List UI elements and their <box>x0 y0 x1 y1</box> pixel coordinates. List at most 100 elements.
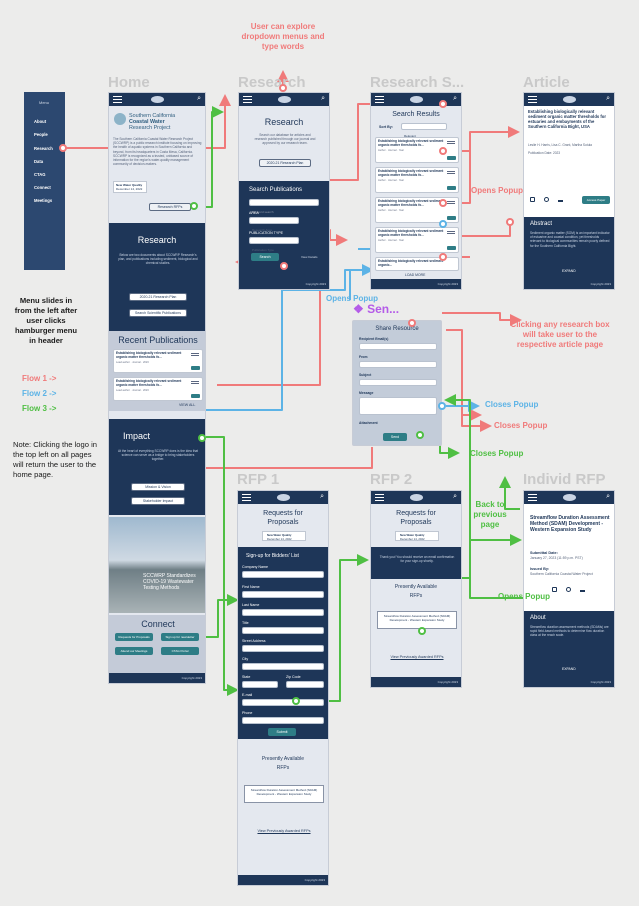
recipients-input[interactable] <box>359 343 437 350</box>
result-view-button[interactable] <box>447 216 456 220</box>
menu-item-people[interactable]: People <box>34 132 48 137</box>
hamburger-icon[interactable] <box>375 96 384 103</box>
share-field-from: From <box>359 355 368 359</box>
hamburger-icon[interactable] <box>242 494 251 501</box>
access-button[interactable]: Access Paper <box>582 196 610 204</box>
logo-icon[interactable] <box>410 96 423 103</box>
submit-button[interactable]: Submit <box>268 728 296 736</box>
share-icon[interactable] <box>544 197 549 202</box>
field-email-label: E-mail <box>242 693 253 697</box>
logo-icon[interactable] <box>410 494 423 501</box>
result-view-button[interactable] <box>447 156 456 160</box>
subject-input[interactable] <box>359 379 437 386</box>
keyword-search-input[interactable]: Keyword search <box>249 199 319 214</box>
logo-icon[interactable] <box>563 494 576 501</box>
share-field-subject: Subject <box>359 373 372 377</box>
result-card[interactable]: Establishing biologically relevant sedim… <box>375 227 459 253</box>
pub-view-button[interactable] <box>191 366 200 370</box>
view-details-link[interactable]: View Details <box>301 255 318 259</box>
search-icon[interactable]: ⌕ <box>606 95 610 102</box>
hamburger-icon[interactable] <box>113 96 122 103</box>
result-card[interactable]: Establishing biologically relevant sedim… <box>375 167 459 193</box>
company-input[interactable] <box>242 571 324 578</box>
logo-icon[interactable] <box>278 96 291 103</box>
first-name-input[interactable] <box>242 591 324 598</box>
search-icon[interactable]: ⌕ <box>606 493 610 500</box>
email-icon[interactable] <box>552 587 557 592</box>
search-icon[interactable]: ⌕ <box>197 95 201 102</box>
hamburger-icon[interactable] <box>375 494 384 501</box>
zip-input[interactable] <box>286 681 324 688</box>
rfp2-past-link[interactable]: View Previously Awarded RFPs <box>390 655 444 659</box>
field-state-label: State <box>242 675 251 679</box>
result-view-button[interactable] <box>447 246 456 250</box>
meetings-button[interactable]: Attend our Meetings <box>115 647 153 655</box>
news-badge[interactable]: New Water Quality December 14, 2022 <box>113 181 147 193</box>
load-more-link[interactable]: LOAD MORE <box>405 273 426 277</box>
mission-vision-button[interactable]: Mission & Vision <box>131 483 185 491</box>
email-icon[interactable] <box>530 197 535 202</box>
share-icon[interactable] <box>566 587 571 592</box>
result-view-button[interactable] <box>447 186 456 190</box>
research-rfps-button[interactable]: Research RFPs <box>149 203 191 211</box>
hamburger-icon[interactable] <box>528 494 537 501</box>
pubtype-select[interactable]: Publication Type <box>249 237 299 252</box>
from-input[interactable] <box>359 361 437 368</box>
sort-select[interactable]: Relevant <box>401 123 447 138</box>
research-plan-button[interactable]: 2020-21 Research Plan <box>129 293 187 301</box>
phone-input[interactable] <box>242 717 324 724</box>
rfp1-item[interactable]: Streamflow Duration Assessment Method (S… <box>244 785 324 803</box>
pub-title: Establishing biologically relevant sedim… <box>116 351 182 359</box>
individ-heading: Streamflow Duration Assessment Method (S… <box>530 515 610 533</box>
publication-card[interactable]: Establishing biologically relevant sedim… <box>113 377 203 401</box>
newsletter-button[interactable]: Sign up for newsletter <box>161 633 199 641</box>
pub-view-button[interactable] <box>191 394 200 398</box>
menu-item-connect[interactable]: Connect <box>34 185 51 190</box>
search-publications-button[interactable]: Search Scientific Publications <box>129 309 187 317</box>
logo-icon[interactable] <box>151 96 164 103</box>
search-icon[interactable]: ⌕ <box>453 95 457 102</box>
email-input[interactable] <box>242 699 324 706</box>
stakeholder-impact-button[interactable]: Stakeholder Impact <box>131 497 185 505</box>
rfp-connect-button[interactable]: Requests for Proposals <box>115 633 153 641</box>
rfp1-past-link[interactable]: View Previously Awarded RFPs <box>257 829 311 833</box>
menu-item-ctag[interactable]: CTAG <box>34 172 46 177</box>
menu-item-about[interactable]: About <box>34 119 47 124</box>
logo-icon[interactable] <box>563 96 576 103</box>
download-icon[interactable] <box>558 197 563 202</box>
title-input[interactable] <box>242 627 324 634</box>
abstract-expand[interactable]: EXPAND <box>562 269 576 273</box>
street-input[interactable] <box>242 645 324 652</box>
search-icon[interactable]: ⌕ <box>320 493 324 500</box>
search-button[interactable]: Search <box>251 253 279 261</box>
download-icon[interactable] <box>580 587 585 592</box>
message-input[interactable] <box>359 397 437 415</box>
result-meta: Author · Journal · Year <box>378 239 404 242</box>
city-input[interactable] <box>242 663 324 670</box>
send-button[interactable]: Send <box>383 433 407 441</box>
area-select[interactable]: Research Area <box>249 217 299 232</box>
search-icon[interactable]: ⌕ <box>453 493 457 500</box>
last-name-input[interactable] <box>242 609 324 616</box>
logo-icon[interactable] <box>277 494 290 501</box>
view-all-link[interactable]: VIEW ALL <box>179 403 196 407</box>
rfp2-item[interactable]: Streamflow Duration Assessment Method (S… <box>377 611 457 629</box>
hamburger-icon[interactable] <box>528 96 537 103</box>
research-plan-button[interactable]: 2020-21 Research Plan <box>259 159 311 167</box>
wastewater-photo[interactable]: SCCWRP Standardizes COVID-19 Wastewater … <box>109 517 205 613</box>
connect-dot <box>198 434 206 442</box>
menu-item-meetings[interactable]: Meetings <box>34 198 53 203</box>
signup-form: Sign-up for Bidders' List Company Name F… <box>238 547 328 739</box>
state-input[interactable] <box>242 681 278 688</box>
ctag-portal-button[interactable]: CTAG Portal <box>161 647 199 655</box>
hamburger-icon[interactable] <box>243 96 252 103</box>
menu-item-research[interactable]: Research <box>34 146 53 151</box>
about-expand[interactable]: EXPAND <box>562 667 576 671</box>
impact-text: At the heart of everything SCCWRP does i… <box>117 449 199 462</box>
search-icon[interactable]: ⌕ <box>321 95 325 102</box>
photo-caption-3: Testing Methods <box>143 585 180 591</box>
menu-item-data[interactable]: Data <box>34 159 44 164</box>
result-card[interactable]: Establishing biologically relevant sedim… <box>375 257 459 271</box>
abstract-heading: Abstract <box>530 221 553 227</box>
publication-card[interactable]: Establishing biologically relevant sedim… <box>113 349 203 373</box>
